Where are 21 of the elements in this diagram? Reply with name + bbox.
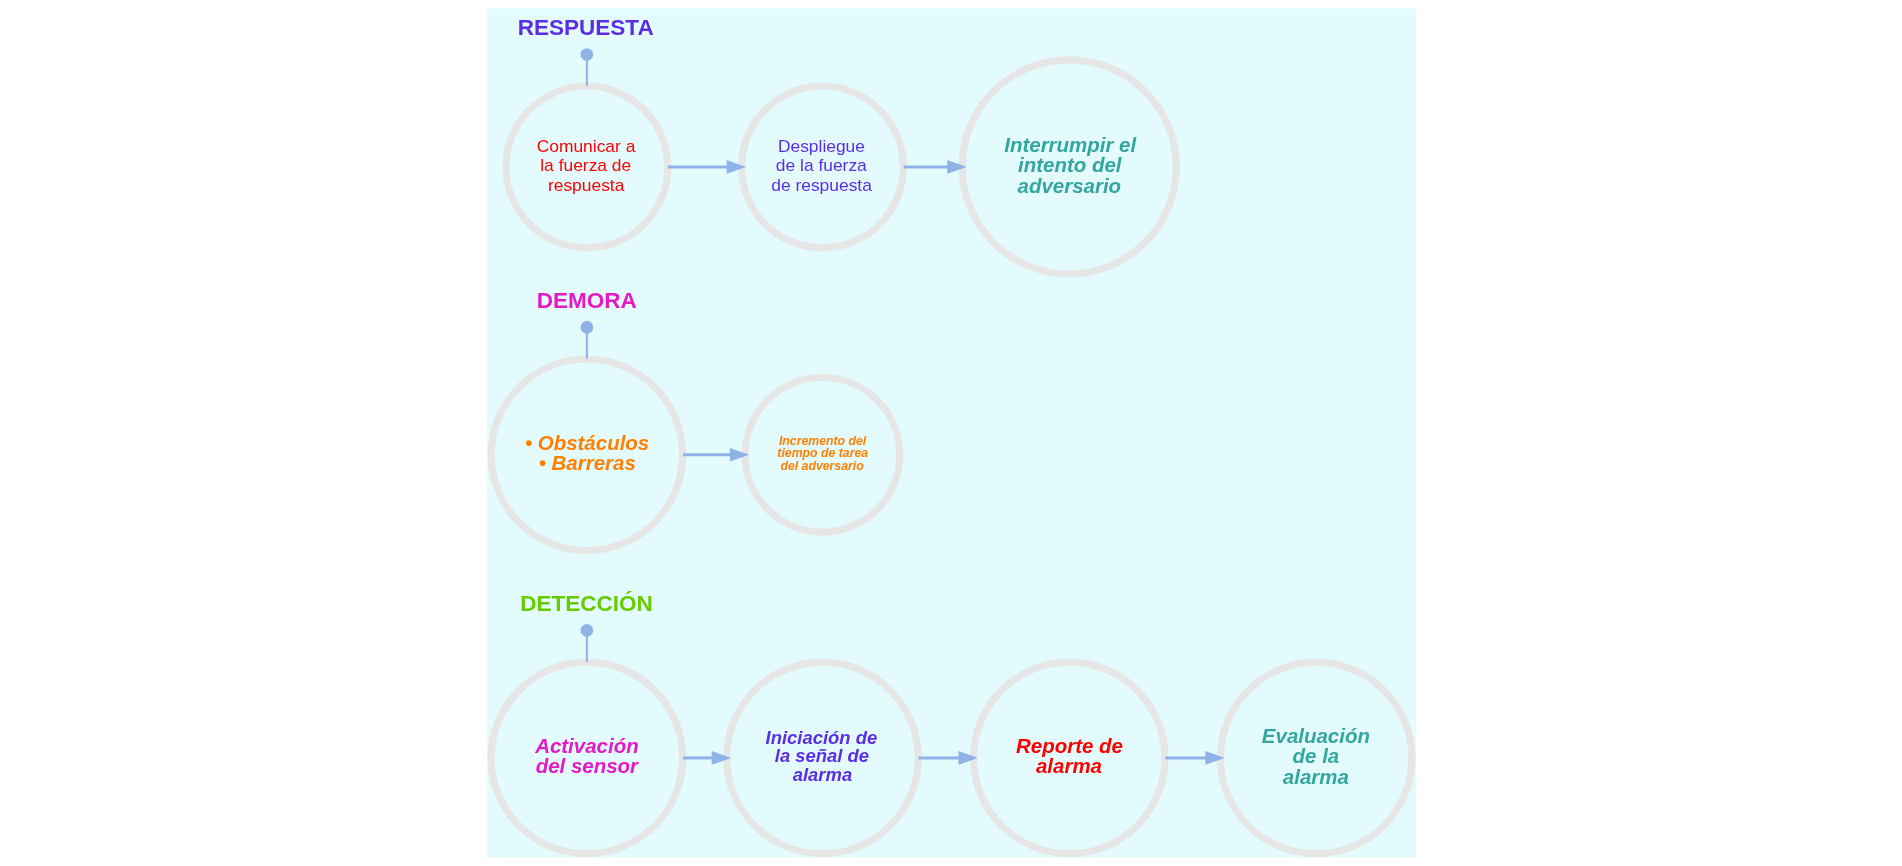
node-circle: • Obstáculos • Barreras bbox=[487, 355, 686, 555]
arrow bbox=[667, 160, 746, 174]
node-circle: Reporte de alarma bbox=[969, 658, 1169, 858]
node-circle: Evaluación de la alarma bbox=[1216, 658, 1415, 858]
arrow bbox=[682, 447, 749, 462]
arrow bbox=[903, 160, 967, 174]
node-circle: Activación del sensor bbox=[487, 658, 686, 858]
node-circle: Comunicar a la fuerza de respuesta bbox=[501, 82, 671, 252]
node-text: DETECCIÓN bbox=[519, 591, 653, 617]
node-text: RESPUESTA bbox=[517, 15, 654, 41]
node-circle: Iniciación de la señal de alarma bbox=[722, 658, 922, 858]
node-circle: Incremento del tiempo de tarea del adversario bbox=[741, 373, 903, 536]
node-text: DEMORA bbox=[536, 287, 637, 313]
node-circle: Despliegue de la fuerza de respuesta bbox=[737, 82, 907, 252]
arrow bbox=[682, 751, 731, 765]
connector bbox=[580, 48, 593, 86]
node-circle: Interrumpir el intento del adversario bbox=[958, 56, 1180, 278]
connector bbox=[580, 624, 593, 662]
connector bbox=[580, 320, 593, 359]
arrow bbox=[917, 751, 978, 765]
arrow bbox=[1164, 751, 1225, 765]
